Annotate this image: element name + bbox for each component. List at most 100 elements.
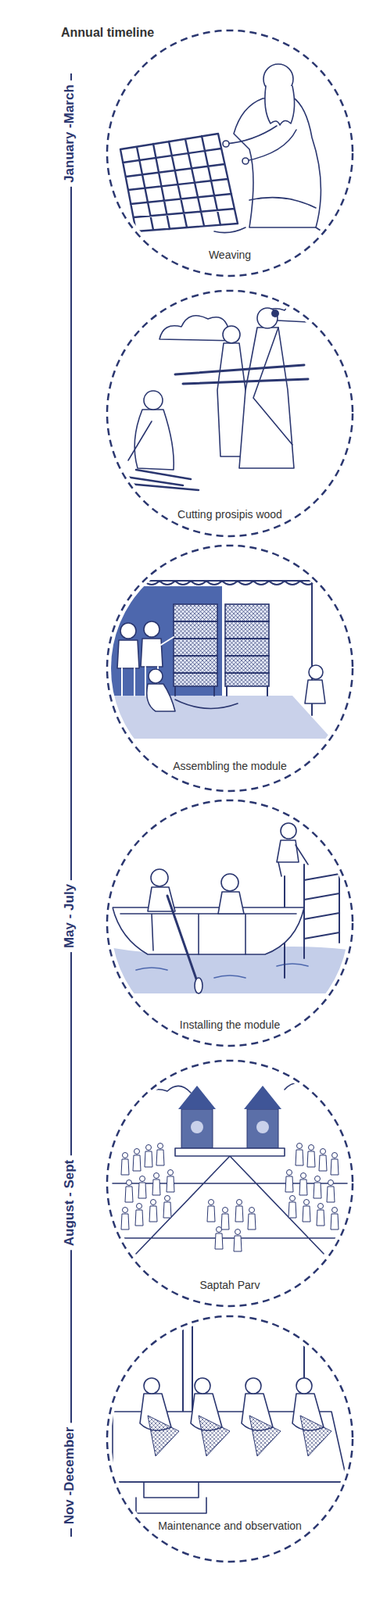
devotee [215,1227,223,1251]
installing-illustration [104,823,355,994]
boatman-head [221,874,239,892]
fishing-net [249,1415,281,1457]
shrine-top [243,1085,282,1110]
devotee [247,1207,256,1231]
module-frame [173,621,269,696]
deity [256,1121,269,1134]
stage-label: Installing the module [177,1017,283,1033]
devotee [132,1149,141,1172]
devotee [299,1173,308,1197]
rope-strand [214,227,348,235]
devotee [156,1143,165,1167]
module-panel [173,604,218,687]
devotee [144,1145,153,1169]
rope [175,699,238,709]
timeline-stage-circle: Saptah Parv [105,1059,355,1308]
devotee [138,1176,147,1200]
dashed-circle [107,1060,353,1307]
worker-head [148,669,163,684]
crouching-worker [146,684,176,712]
timeline-axis [70,73,72,1538]
cutting-wood-illustration [120,302,324,491]
stage-label: Cutting prosipis wood [175,507,285,523]
devotee [221,1207,230,1231]
dashed-circle [107,30,353,276]
devotee [233,1229,242,1253]
timeline-stage-circle: Installing the module [105,799,355,1048]
module-mesh [225,604,269,687]
worker-head [143,621,160,638]
stage-label: Maintenance and observation [155,1519,305,1534]
module-panel [225,604,269,687]
devotee [326,1180,335,1204]
installer-body [276,840,299,863]
module-frame [304,856,340,959]
oar-blade [194,978,203,994]
saree-fold [253,327,293,445]
devotee [307,1145,316,1169]
shrine-top [178,1085,216,1110]
shrine-step [175,1148,285,1157]
timeline-stage-circle: Cutting prosipis wood [105,289,355,538]
devotee [302,1200,311,1223]
woman-head [296,1378,312,1394]
devotee [121,1207,129,1231]
cutting-arm [128,421,152,461]
timeline-stage-circle: Assembling the module [105,544,355,793]
maintenance-illustration [112,1318,348,1514]
assembling-illustration [104,580,348,739]
circle-outline [105,289,355,538]
installer-head [280,823,297,839]
stage-label: Weaving [206,247,254,263]
worker-shirt [140,638,163,667]
fishing-net [147,1415,180,1457]
worker-legs [121,668,135,696]
stage-label: Saptah Parv [197,1278,262,1294]
weaver-arms [225,125,297,162]
woman-head [194,1378,211,1394]
seated-head [308,665,323,680]
shrine [181,1109,213,1149]
boat-ribs [120,913,297,955]
devotee [125,1180,133,1204]
shed-floor [104,695,332,739]
devotee [285,1170,294,1194]
woman-head [245,1378,262,1394]
worker-shirt [117,640,140,669]
hair-bun [271,309,280,318]
weaving-illustration [120,64,348,235]
cloud [143,1082,330,1098]
devotee [149,1200,158,1223]
deity [190,1121,204,1134]
devotee [330,1207,339,1231]
paving [112,1156,348,1255]
prosopis-sticks [175,365,309,384]
weaver-beard [265,86,295,126]
stage-label: Assembling the module [170,759,290,774]
oar [167,895,199,986]
seated-person [304,680,326,704]
dashed-circle [107,545,353,792]
woven-mat [120,133,238,232]
devotee [295,1143,304,1167]
ripples [136,963,309,979]
weaver-knee [249,197,316,208]
period-label: May - July [58,880,81,953]
devotee [330,1153,339,1176]
worker-head [120,623,137,639]
circle-outline [105,28,355,278]
circle-outline [105,799,355,1048]
devotee [152,1173,161,1197]
installer-limbs [278,845,309,877]
devotee [166,1170,175,1194]
woman-saree [239,327,294,469]
period-label: August - Sept [58,1156,81,1251]
kneeling-woman-head [143,390,163,410]
rower-head [150,869,169,887]
period-label: Nov -December [58,1423,81,1530]
period-label: January -March [58,80,81,187]
shrine [247,1109,279,1149]
